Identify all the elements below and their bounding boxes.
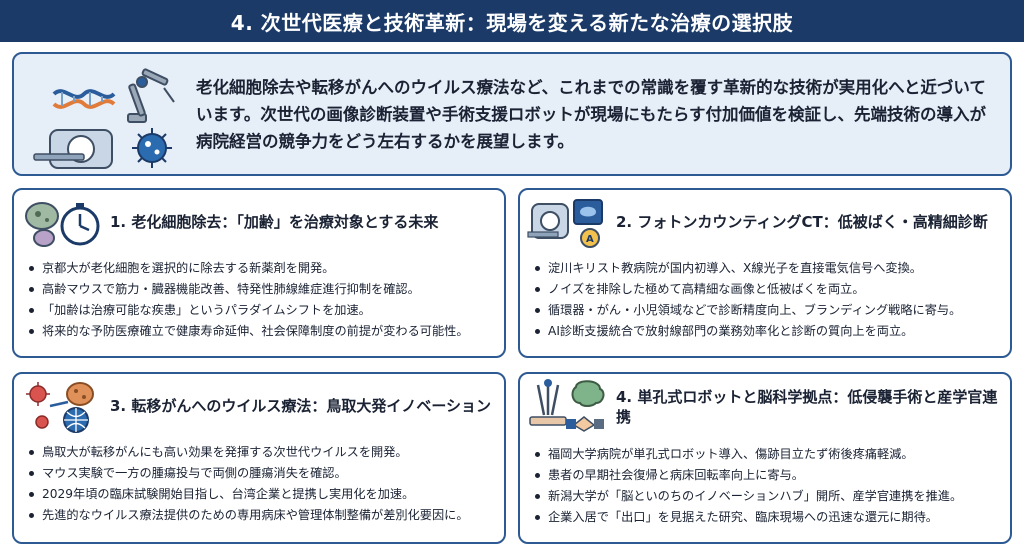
list-item: 先進的なウイルス療法提供のための専用病床や管理体制整備が差別化要因に。 <box>28 505 494 526</box>
list-item: 鳥取大が転移がんにも高い効果を発揮する次世代ウイルスを開発。 <box>28 442 494 463</box>
intro-text: 老化細胞除去や転移がんへのウイルス療法など、これまでの常識を覆す革新的な技術が実… <box>196 77 987 151</box>
list-item: ノイズを排除した極めて高精細な画像と低被ばくを両立。 <box>534 279 1000 300</box>
card-photon-counting-ct: A 2. フォトンカウンティングCT：低被ばく・高精細診断 淀川キリスト教病院が… <box>518 188 1012 358</box>
card-robot-surgery-brain-hub: 4. 単孔式ロボットと脳科学拠点：低侵襲手術と産学官連携 福岡大学病院が単孔式ロ… <box>518 372 1012 544</box>
intro-panel: 老化細胞除去や転移がんへのウイルス療法など、これまでの常識を覆す革新的な技術が実… <box>12 52 1012 176</box>
card-title: 4. 単孔式ロボットと脳科学拠点：低侵襲手術と産学官連携 <box>616 388 998 426</box>
svg-text:A: A <box>586 234 594 245</box>
bullet-list: 淀川キリスト教病院が国内初導入、X線光子を直接電気信号へ変換。 ノイズを排除した… <box>520 258 1010 342</box>
list-item: 「加齢は治療可能な疾患」というパラダイムシフトを加速。 <box>28 300 494 321</box>
list-item: AI診断支援統合で放射線部門の業務効率化と診断の質向上を両立。 <box>534 321 1000 342</box>
list-item: マウス実験で一方の腫瘍投与で両側の腫瘍消失を確認。 <box>28 463 494 484</box>
dna-robot-arm-ct-virus-icon <box>33 68 175 169</box>
list-item: 将来的な予防医療確立で健康寿命延伸、社会保障制度の前提が変わる可能性。 <box>28 321 494 342</box>
bullet-list: 福岡大学病院が単孔式ロボット導入、傷跡目立たず術後疼痛軽減。 患者の早期社会復帰… <box>520 444 1010 528</box>
card-title: 1. 老化細胞除去：「加齢」を治療対象とする未来 <box>110 213 439 231</box>
list-item: 患者の早期社会復帰と病床回転率向上に寄与。 <box>534 465 1000 486</box>
virus-cells-globe-icon <box>26 382 94 433</box>
bullet-list: 京都大が老化細胞を選択的に除去する新薬剤を開発。 高齢マウスで筋力・臓器機能改善… <box>14 258 504 342</box>
card-senolytics: 1. 老化細胞除去：「加齢」を治療対象とする未来 京都大が老化細胞を選択的に除去… <box>12 188 506 358</box>
ct-scanner-brain-icon: A <box>527 199 603 248</box>
robot-brain-handshake-icon <box>529 379 605 432</box>
card-title: 3. 転移がんへのウイルス療法：鳥取大発イノベーション <box>110 397 492 415</box>
list-item: 京都大が老化細胞を選択的に除去する新薬剤を開発。 <box>28 258 494 279</box>
list-item: 2029年頃の臨床試験開始目指し、台湾企業と提携し実用化を加速。 <box>28 484 494 505</box>
bullet-list: 鳥取大が転移がんにも高い効果を発揮する次世代ウイルスを開発。 マウス実験で一方の… <box>14 442 504 526</box>
list-item: 循環器・がん・小児領域などで診断精度向上、ブランディング戦略に寄与。 <box>534 300 1000 321</box>
card-virus-therapy: 3. 転移がんへのウイルス療法：鳥取大発イノベーション 鳥取大が転移がんにも高い… <box>12 372 506 544</box>
cells-stopwatch-icon <box>25 202 100 247</box>
card-title: 2. フォトンカウンティングCT：低被ばく・高精細診断 <box>616 213 988 231</box>
list-item: 新潟大学が「脳といのちのイノベーションハブ」開所、産学官連携を推進。 <box>534 486 1000 507</box>
page-title: 4. 次世代医療と技術革新：現場を変える新たな治療の選択肢 <box>0 0 1024 42</box>
list-item: 福岡大学病院が単孔式ロボット導入、傷跡目立たず術後疼痛軽減。 <box>534 444 1000 465</box>
list-item: 企業入居で「出口」を見据えた研究、臨床現場への迅速な還元に期待。 <box>534 507 1000 528</box>
list-item: 淀川キリスト教病院が国内初導入、X線光子を直接電気信号へ変換。 <box>534 258 1000 279</box>
list-item: 高齢マウスで筋力・臓器機能改善、特発性肺線維症進行抑制を確認。 <box>28 279 494 300</box>
